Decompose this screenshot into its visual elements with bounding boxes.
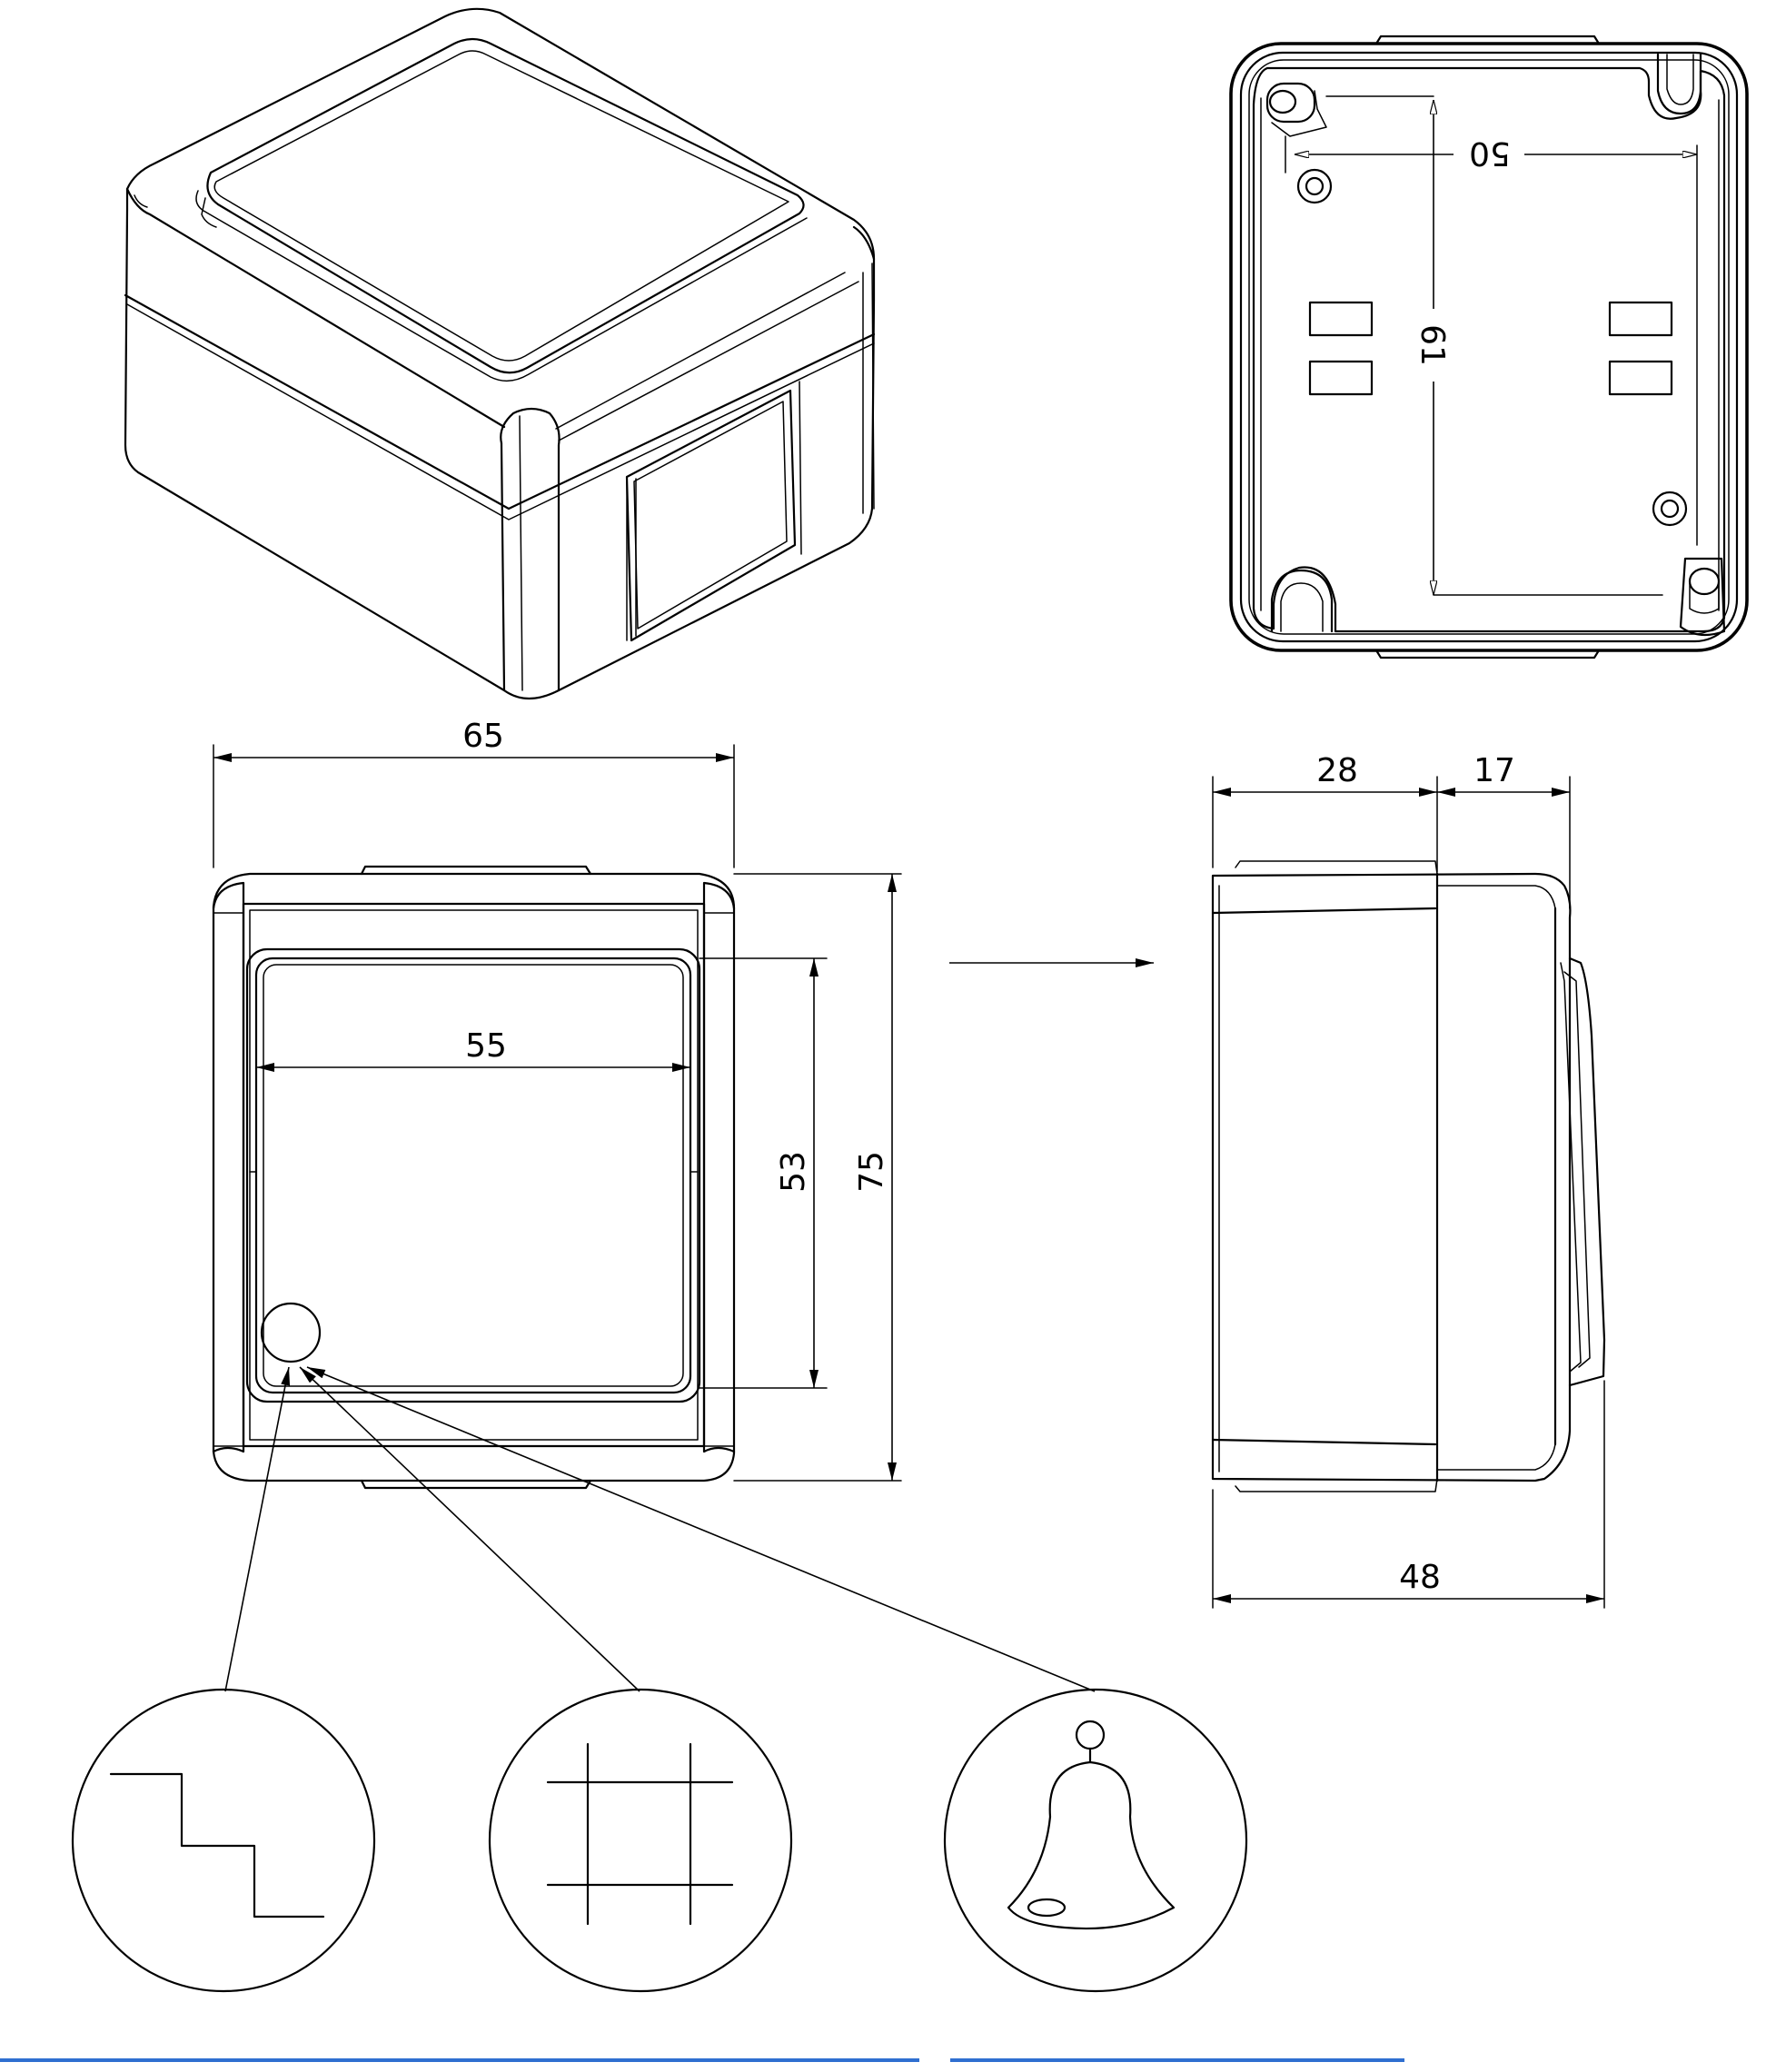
back-view: 50 61 bbox=[1229, 35, 1749, 659]
dim-back-horizontal: 50 bbox=[1469, 134, 1511, 172]
front-view: 65 55 53 75 bbox=[212, 718, 1154, 1490]
dim-side-cover: 17 bbox=[1473, 752, 1515, 789]
dim-side-total: 48 bbox=[1399, 1559, 1441, 1596]
bell-icon bbox=[1007, 1720, 1176, 1930]
dim-front-height: 75 bbox=[853, 1151, 890, 1193]
bottom-accent-bar-left bbox=[0, 2058, 919, 2062]
dim-side-body: 28 bbox=[1316, 752, 1358, 789]
side-view: 28 17 48 bbox=[1211, 752, 1606, 1609]
cross-switch-symbol bbox=[488, 1688, 793, 1993]
isometric-view bbox=[124, 7, 876, 699]
dim-inner-height: 53 bbox=[775, 1151, 812, 1193]
dim-back-vertical: 61 bbox=[1414, 324, 1451, 366]
dim-front-width: 65 bbox=[462, 718, 504, 755]
bottom-accent-bar-right bbox=[950, 2058, 1404, 2062]
bell-push-symbol bbox=[943, 1688, 1248, 1993]
leader-lines bbox=[224, 1366, 1096, 1692]
dim-inner-width: 55 bbox=[465, 1027, 507, 1065]
two-way-switch-symbol bbox=[71, 1688, 376, 1993]
